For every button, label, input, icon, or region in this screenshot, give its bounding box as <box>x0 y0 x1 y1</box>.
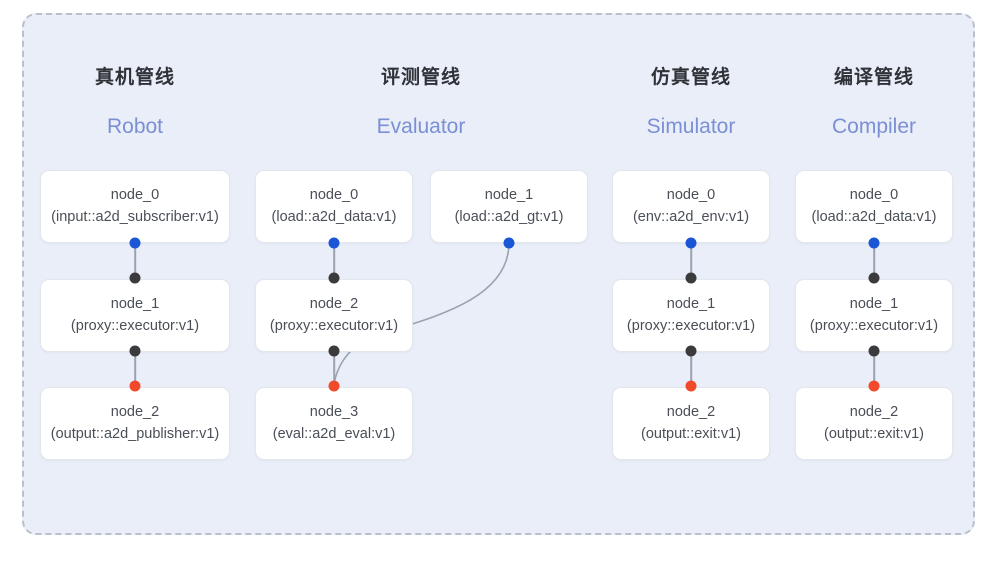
node-name: node_0 <box>849 187 899 204</box>
edge-compiler-0-to-1 <box>873 243 875 278</box>
node-compiler-2[interactable]: node_2 (output::exit:v1) <box>795 387 953 460</box>
node-robot-0[interactable]: node_0 (input::a2d_subscriber:v1) <box>40 170 230 243</box>
node-name: node_1 <box>849 296 899 313</box>
edge-evaluator-0-to-2 <box>333 243 335 278</box>
port-output-evaluator-2[interactable] <box>328 345 340 357</box>
port-input-compiler-2[interactable] <box>868 380 880 392</box>
port-output-evaluator-1[interactable] <box>503 237 515 249</box>
node-name: node_1 <box>484 187 534 204</box>
node-evaluator-3[interactable]: node_3 (eval::a2d_eval:v1) <box>255 387 413 460</box>
node-type: (load::a2d_data:v1) <box>271 208 397 225</box>
node-simulator-2[interactable]: node_2 (output::exit:v1) <box>612 387 770 460</box>
port-input-robot-1[interactable] <box>129 272 141 284</box>
port-input-compiler-1[interactable] <box>868 272 880 284</box>
port-output-simulator-1[interactable] <box>685 345 697 357</box>
port-input-simulator-2[interactable] <box>685 380 697 392</box>
node-name: node_2 <box>309 296 359 313</box>
node-type: (output::exit:v1) <box>824 425 924 442</box>
node-name: node_0 <box>309 187 359 204</box>
node-type: (output::exit:v1) <box>641 425 741 442</box>
node-type: (load::a2d_data:v1) <box>811 208 937 225</box>
port-output-compiler-1[interactable] <box>868 345 880 357</box>
port-output-compiler-0[interactable] <box>868 237 880 249</box>
port-output-evaluator-0[interactable] <box>328 237 340 249</box>
node-compiler-0[interactable]: node_0 (load::a2d_data:v1) <box>795 170 953 243</box>
node-type: (output::a2d_publisher:v1) <box>50 425 220 442</box>
node-type: (proxy::executor:v1) <box>626 317 756 334</box>
node-name: node_2 <box>666 404 716 421</box>
port-output-robot-0[interactable] <box>129 237 141 249</box>
edge-robot-0-to-1 <box>134 243 136 278</box>
node-name: node_1 <box>666 296 716 313</box>
node-evaluator-1[interactable]: node_1 (load::a2d_gt:v1) <box>430 170 588 243</box>
node-name: node_3 <box>309 404 359 421</box>
node-name: node_2 <box>110 404 160 421</box>
node-compiler-1[interactable]: node_1 (proxy::executor:v1) <box>795 279 953 352</box>
node-type: (input::a2d_subscriber:v1) <box>51 208 219 225</box>
port-output-robot-1[interactable] <box>129 345 141 357</box>
node-simulator-0[interactable]: node_0 (env::a2d_env:v1) <box>612 170 770 243</box>
port-input-robot-2[interactable] <box>129 380 141 392</box>
node-type: (load::a2d_gt:v1) <box>454 208 564 225</box>
edge-compiler-1-to-2 <box>873 351 875 386</box>
node-name: node_1 <box>110 296 160 313</box>
node-name: node_2 <box>849 404 899 421</box>
port-input-evaluator-2[interactable] <box>328 272 340 284</box>
node-type: (proxy::executor:v1) <box>269 317 399 334</box>
node-robot-2[interactable]: node_2 (output::a2d_publisher:v1) <box>40 387 230 460</box>
edge-simulator-1-to-2 <box>690 351 692 386</box>
port-input-simulator-1[interactable] <box>685 272 697 284</box>
port-output-simulator-0[interactable] <box>685 237 697 249</box>
port-input-evaluator-3[interactable] <box>328 380 340 392</box>
node-robot-1[interactable]: node_1 (proxy::executor:v1) <box>40 279 230 352</box>
node-name: node_0 <box>110 187 160 204</box>
node-name: node_0 <box>666 187 716 204</box>
edge-simulator-0-to-1 <box>690 243 692 278</box>
node-type: (proxy::executor:v1) <box>70 317 200 334</box>
node-type: (proxy::executor:v1) <box>809 317 939 334</box>
node-simulator-1[interactable]: node_1 (proxy::executor:v1) <box>612 279 770 352</box>
node-type: (eval::a2d_eval:v1) <box>272 425 396 442</box>
node-type: (env::a2d_env:v1) <box>632 208 750 225</box>
node-evaluator-0[interactable]: node_0 (load::a2d_data:v1) <box>255 170 413 243</box>
edge-robot-1-to-2 <box>134 351 136 386</box>
node-evaluator-2[interactable]: node_2 (proxy::executor:v1) <box>255 279 413 352</box>
